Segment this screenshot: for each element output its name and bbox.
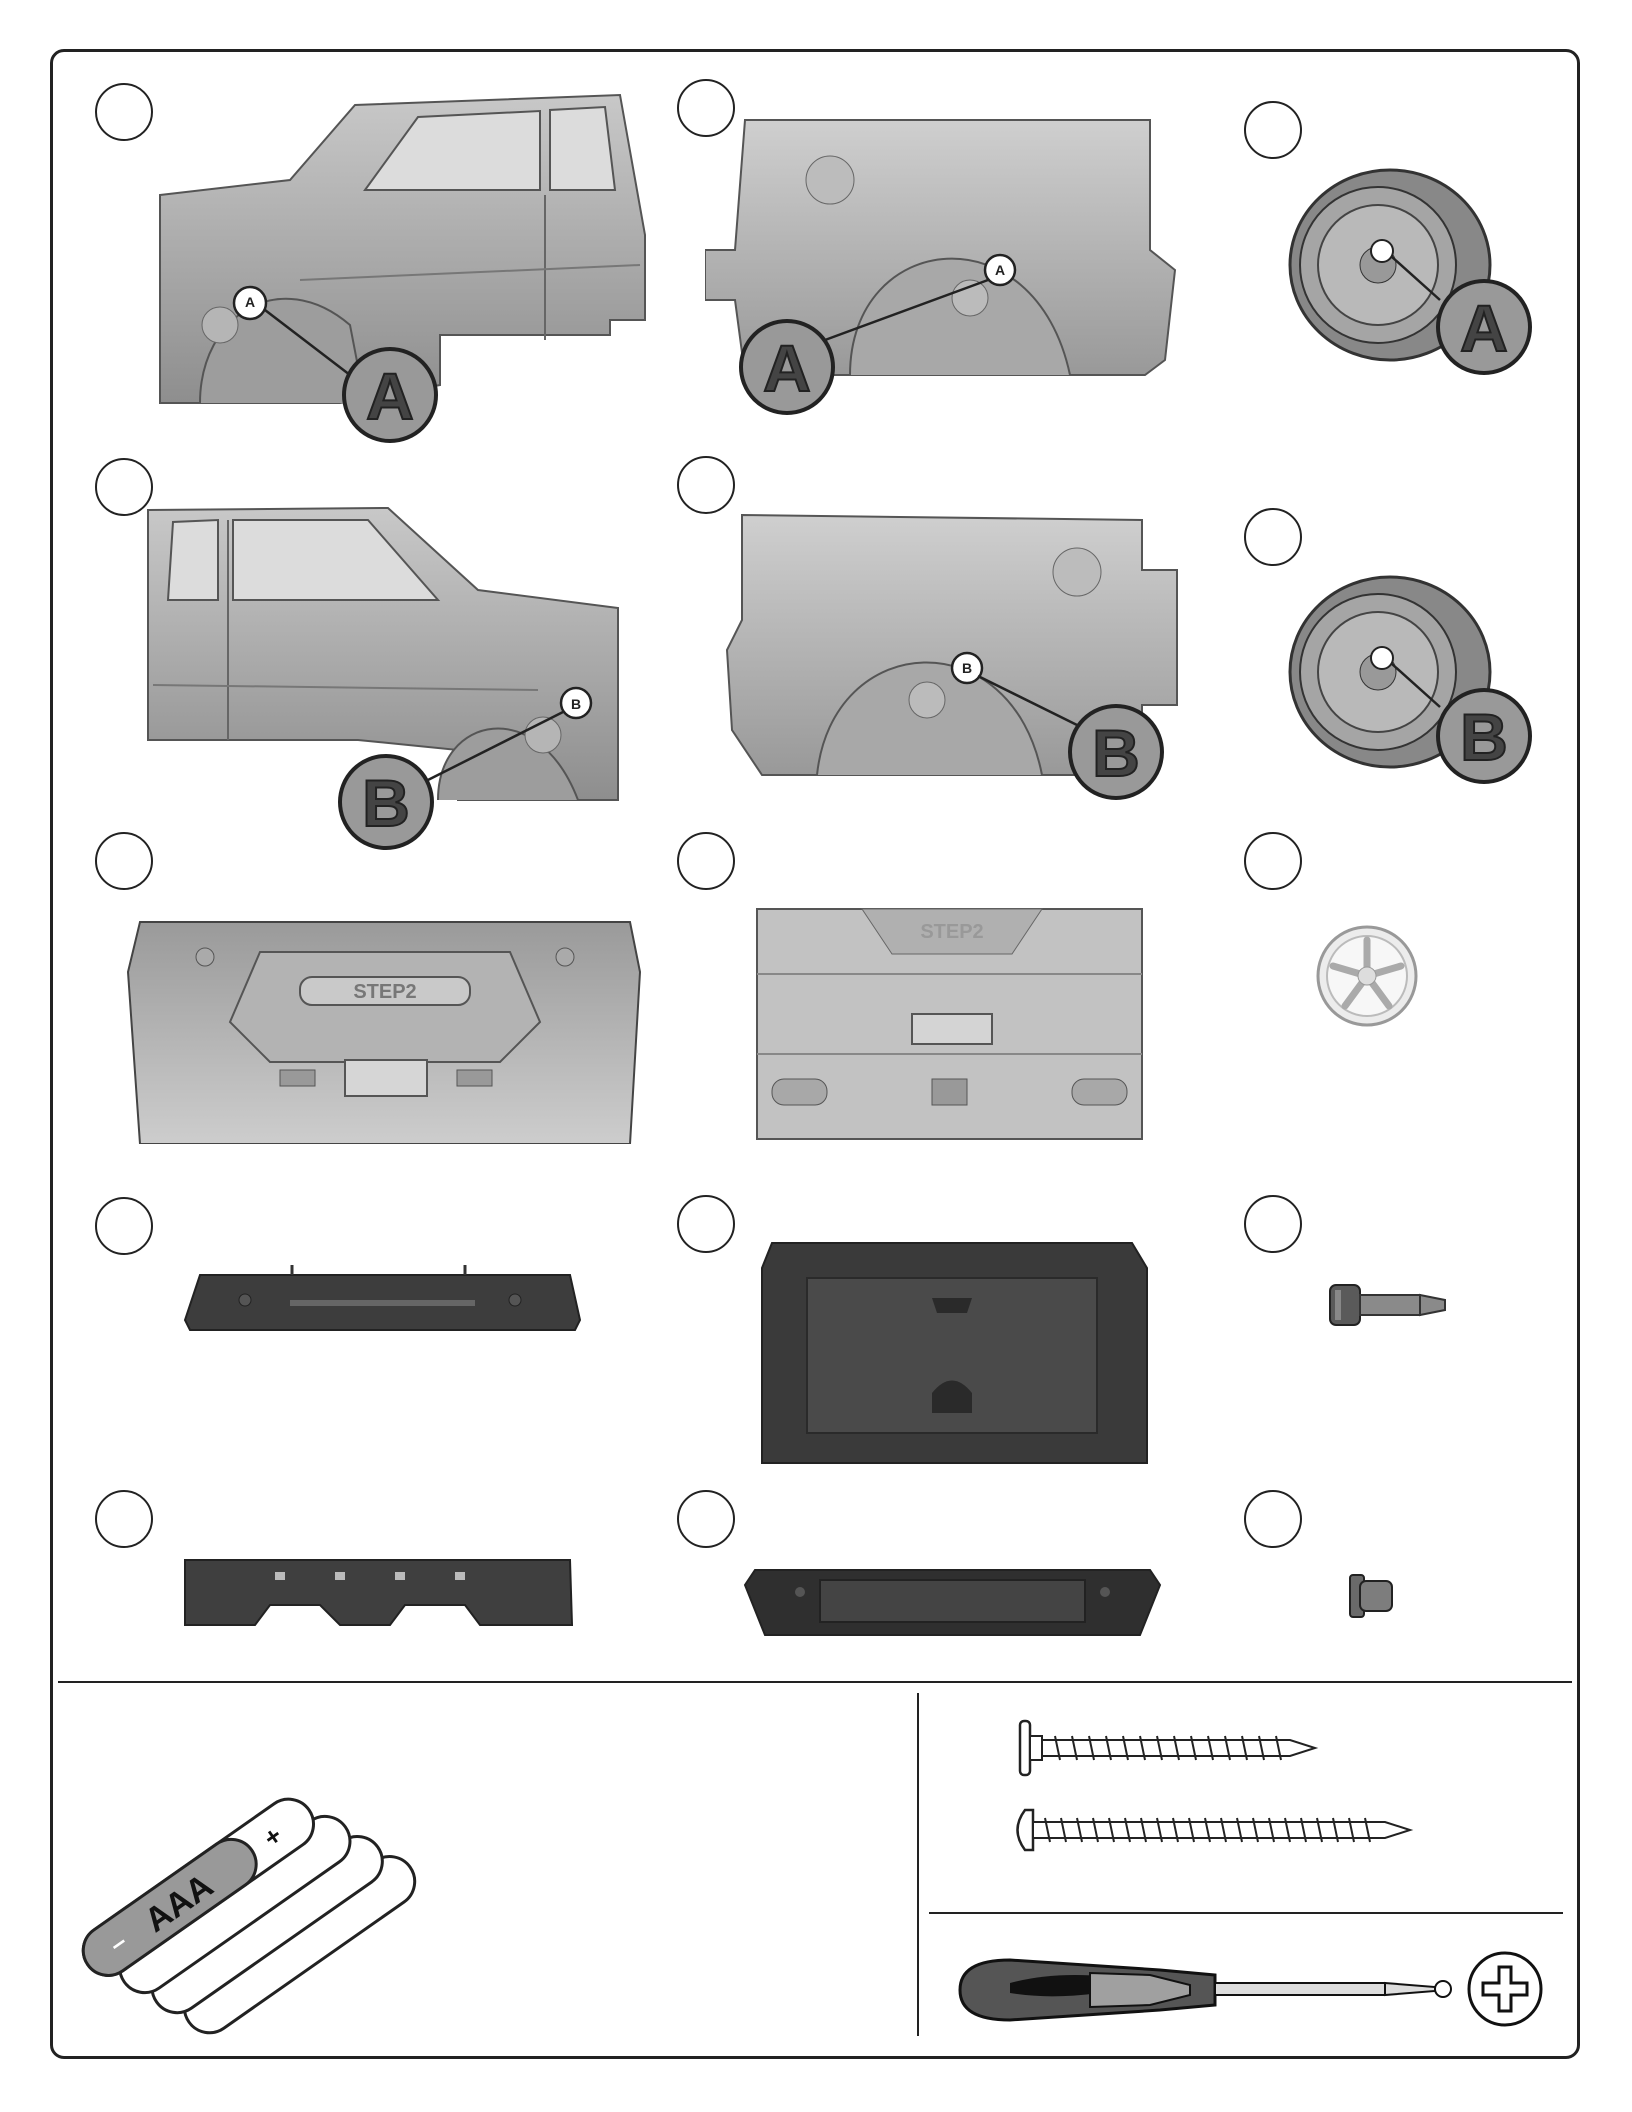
- part-number-circle: [677, 456, 735, 514]
- label-b-badge-large: B: [1066, 702, 1166, 802]
- support-rail-icon: [180, 1550, 575, 1630]
- label-b-badge-large: B: [336, 752, 436, 852]
- label-b-badge-small: B: [955, 656, 979, 680]
- brand-logo-text: STEP2: [353, 981, 416, 1003]
- axle-cap-nut-icon: [1345, 1565, 1405, 1625]
- label-a-badge-large: A: [340, 345, 440, 445]
- part-number-circle: [95, 832, 153, 890]
- svg-text:B: B: [571, 696, 581, 712]
- part-number-circle: [1244, 1490, 1302, 1548]
- front-bumper-grille-icon: STEP2: [120, 912, 650, 1144]
- svg-text:B: B: [362, 766, 410, 840]
- part-number-circle: [95, 1197, 153, 1255]
- label-b-badge-small: B: [564, 692, 588, 716]
- svg-text:B: B: [1092, 716, 1140, 790]
- dashboard-bar-icon: [180, 1260, 585, 1340]
- part-number-circle: [677, 1490, 735, 1548]
- svg-text:A: A: [245, 294, 255, 310]
- svg-text:B: B: [1460, 700, 1508, 774]
- aaa-batteries-icon: – AAA +: [70, 1760, 430, 2040]
- tool-divider: [929, 1912, 1563, 1914]
- hubcap-icon: [1315, 918, 1425, 1038]
- long-screw-icon: [1005, 1805, 1415, 1855]
- part-number-circle: [1244, 508, 1302, 566]
- part-number-circle: [1244, 1195, 1302, 1253]
- label-b-badge-large: B: [1434, 686, 1534, 786]
- short-screw-icon: [1010, 1718, 1320, 1778]
- svg-text:STEP2: STEP2: [920, 921, 983, 943]
- svg-text:A: A: [763, 331, 811, 405]
- battery-hardware-divider: [917, 1693, 919, 2036]
- seat-icon: [752, 1238, 1152, 1468]
- rear-light-bar-icon: [740, 1560, 1165, 1640]
- tailgate-icon: STEP2: [752, 904, 1152, 1144]
- label-a-badge-large: A: [1434, 277, 1534, 377]
- part-number-circle: [1244, 101, 1302, 159]
- label-a-badge-small: A: [238, 290, 262, 314]
- part-number-circle: [677, 1195, 735, 1253]
- axle-cap-bolt-icon: [1325, 1280, 1455, 1330]
- part-number-circle: [1244, 832, 1302, 890]
- phillips-screwdriver-icon: [950, 1945, 1560, 2035]
- label-a-badge-large: A: [737, 317, 837, 417]
- svg-text:A: A: [995, 262, 1005, 278]
- part-number-circle: [677, 832, 735, 890]
- part-number-circle: [95, 1490, 153, 1548]
- label-a-badge-small: A: [988, 258, 1012, 282]
- hardware-divider: [58, 1681, 1572, 1683]
- label-a-large-text: A: [366, 359, 414, 433]
- svg-text:A: A: [1460, 291, 1508, 365]
- svg-text:B: B: [962, 660, 972, 676]
